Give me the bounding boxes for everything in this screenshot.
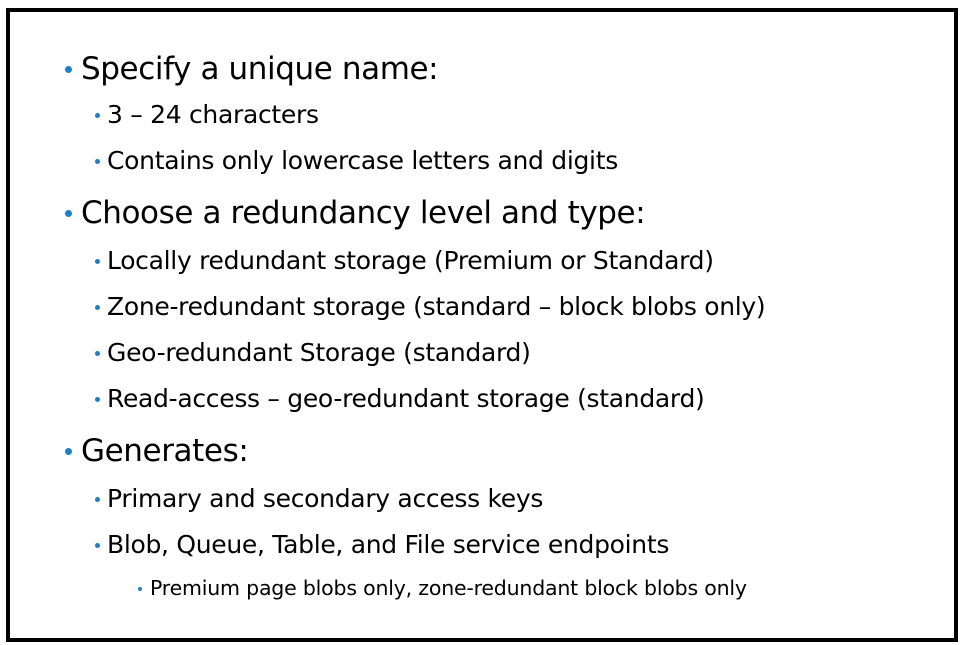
bullet-text: Read-access – geo-redundant storage (sta… — [107, 384, 705, 413]
bullet-dot-icon — [95, 259, 100, 264]
bullet-text: Locally redundant storage (Premium or St… — [107, 246, 714, 275]
slide-frame: Specify a unique name: 3 – 24 characters… — [6, 8, 958, 642]
bullet-text: Primary and secondary access keys — [107, 484, 544, 513]
bullet-text: Contains only lowercase letters and digi… — [107, 146, 618, 175]
bullet-dot-icon — [65, 448, 72, 455]
bullet-dot-icon — [65, 210, 72, 217]
bullet-dot-icon — [138, 587, 142, 591]
bullet-dot-icon — [95, 397, 100, 402]
bullet-text: Blob, Queue, Table, and File service end… — [107, 530, 670, 559]
bullet-text: Premium page blobs only, zone-redundant … — [150, 576, 747, 600]
bullet-dot-icon — [95, 351, 100, 356]
bullet-dot-icon — [95, 159, 100, 164]
bullet-text: Choose a redundancy level and type: — [81, 195, 646, 231]
bullet-dot-icon — [95, 113, 100, 118]
bullet-text: 3 – 24 characters — [107, 100, 319, 129]
bullet-dot-icon — [95, 305, 100, 310]
bullet-dot-icon — [95, 543, 100, 548]
bullet-dot-icon — [95, 497, 100, 502]
bullet-text: Zone-redundant storage (standard – block… — [107, 292, 766, 321]
bullet-text: Generates: — [81, 433, 249, 469]
bullet-dot-icon — [65, 66, 72, 73]
bullet-text: Geo-redundant Storage (standard) — [107, 338, 531, 367]
bullet-text: Specify a unique name: — [81, 51, 439, 87]
